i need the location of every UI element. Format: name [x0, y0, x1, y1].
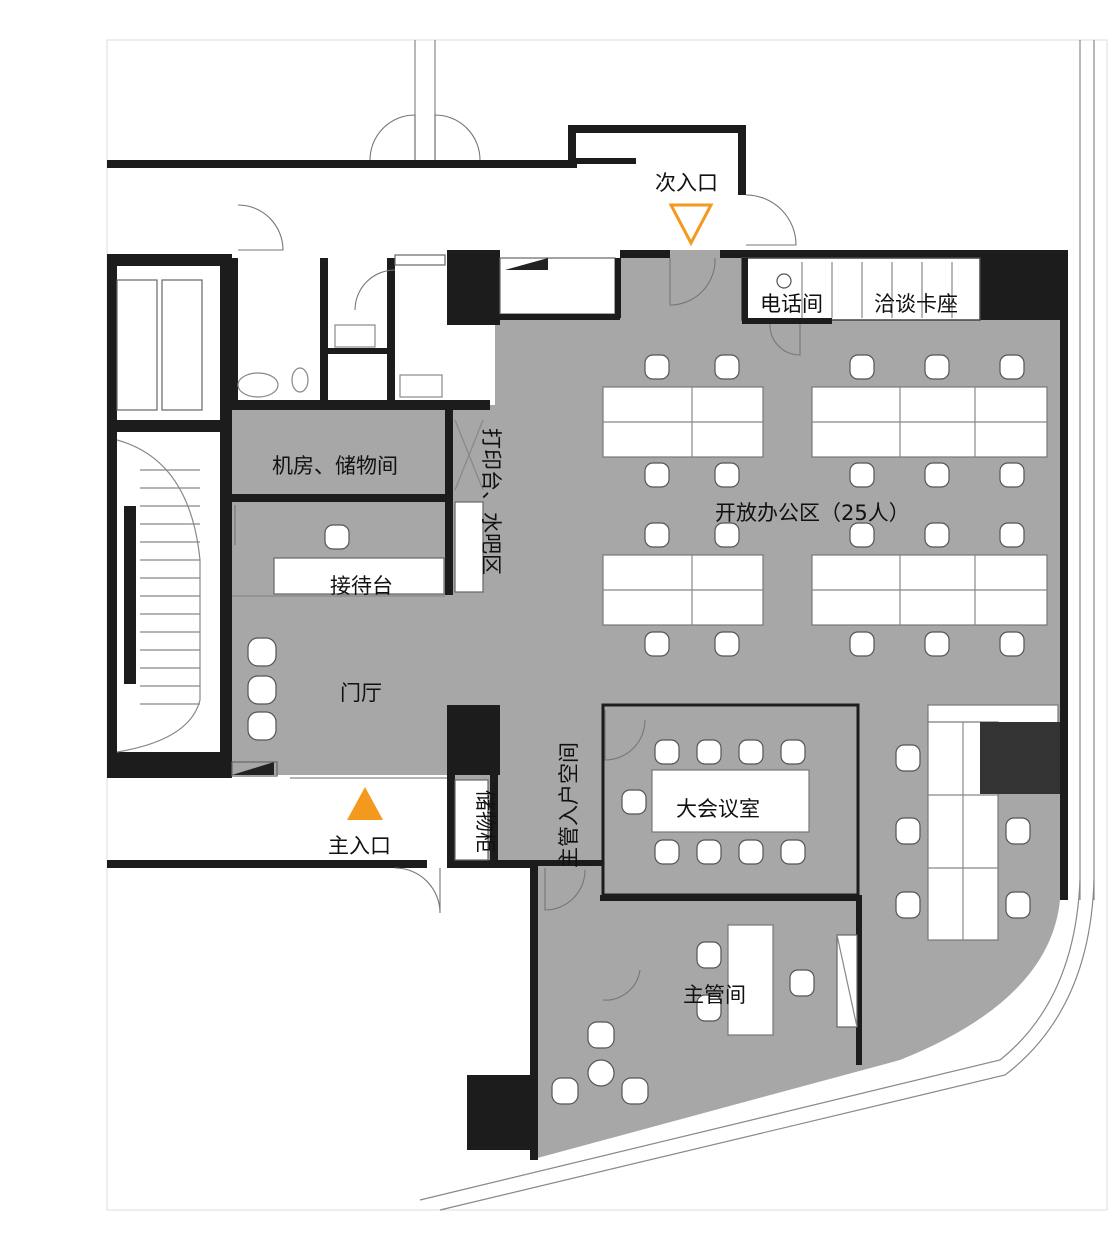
office-chair: [999, 462, 1025, 488]
large-meeting-room: [601, 703, 860, 897]
label-supervisor-office: 主管间: [683, 983, 746, 1007]
service-rooms: [232, 410, 484, 595]
meeting-chair: [738, 839, 764, 865]
lobby-seats: [231, 637, 447, 914]
office-chair: [644, 631, 670, 657]
label-phone-room: 电话间: [760, 292, 823, 316]
reception-chair: [324, 524, 350, 550]
reception-area: [232, 505, 445, 597]
office-chair: [924, 631, 950, 657]
office-chair: [924, 522, 950, 548]
office-chair: [849, 522, 875, 548]
meeting-chair: [780, 839, 806, 865]
meeting-chair: [780, 739, 806, 765]
supervisor-office: [551, 895, 862, 1105]
office-chair: [999, 354, 1025, 380]
meeting-chair: [696, 839, 722, 865]
label-meeting-booth: 洽谈卡座: [874, 292, 958, 316]
meeting-chair: [654, 839, 680, 865]
label-server-storage: 机房、储物间: [272, 454, 398, 478]
main-entrance-marker-icon: [347, 787, 383, 820]
walls: [107, 250, 1068, 1160]
right-desk-cluster: [895, 704, 1060, 941]
label-open-office: 开放办公区（25人）: [715, 501, 910, 525]
label-main-entrance: 主入口: [328, 834, 391, 858]
secondary-entrance-marker-icon: [668, 203, 714, 247]
office-chair: [714, 354, 740, 380]
office-chair: [849, 631, 875, 657]
office-chair: [644, 462, 670, 488]
exterior-lines: [107, 40, 1095, 1211]
office-chair: [644, 354, 670, 380]
office-chair: [714, 522, 740, 548]
label-secondary-entrance: 次入口: [655, 171, 718, 195]
meeting-chair: [621, 789, 647, 815]
label-reception: 接待台: [330, 574, 393, 598]
office-chair: [849, 354, 875, 380]
office-chair: [924, 354, 950, 380]
office-chair: [714, 462, 740, 488]
restroom-block: [232, 204, 490, 410]
supervisor-entry: [454, 779, 603, 911]
office-chair: [644, 522, 670, 548]
meeting-chair: [696, 739, 722, 765]
stairwell: [116, 279, 220, 753]
label-large-meeting: 大会议室: [676, 797, 760, 821]
office-chair: [849, 462, 875, 488]
open-office-desks: [602, 354, 1048, 657]
meeting-chair: [654, 739, 680, 765]
office-chair: [999, 631, 1025, 657]
label-lobby: 门厅: [340, 681, 382, 705]
label-print-water: 打印台、水吧区: [479, 428, 503, 575]
office-chair: [714, 631, 740, 657]
office-chair: [999, 522, 1025, 548]
office-chair: [924, 462, 950, 488]
label-supervisor-entry: 主管入户空间: [557, 742, 581, 868]
label-storage-cabinet: 储物柜: [473, 790, 497, 853]
top-rooms: [499, 257, 981, 356]
meeting-chair: [738, 739, 764, 765]
